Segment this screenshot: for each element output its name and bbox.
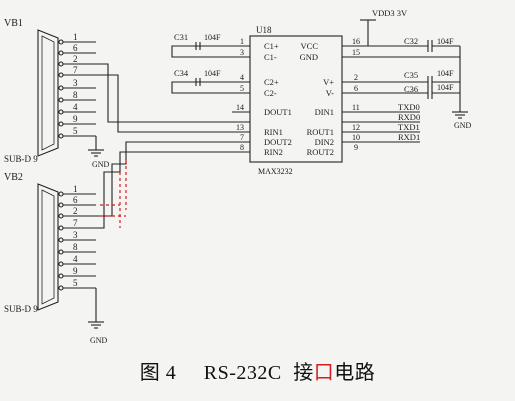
vb1-pin-label: 4	[73, 102, 78, 112]
ic-part-label: MAX3232	[258, 167, 293, 176]
vb2-pin-label: 5	[73, 278, 78, 288]
ic-pin-label: DIN2	[315, 137, 334, 147]
vb1-pin-label: 5	[73, 126, 78, 136]
vb1-type-label: SUB-D 9	[4, 154, 38, 164]
ic-pin-number: 7	[240, 133, 244, 142]
vb2-pin-label: 8	[73, 242, 78, 252]
cap-ref-label: C34	[174, 68, 189, 78]
ic-pin-label: RIN2	[264, 147, 283, 157]
vb2-pin-label: 7	[73, 218, 78, 228]
ic-pin-label: C2+	[264, 77, 279, 87]
cap-ref-label: C32	[404, 36, 418, 46]
figure-title-cn: 接口电路	[293, 356, 375, 385]
ic-pin-label: DOUT1	[264, 107, 292, 117]
ic-pin-number: 4	[240, 73, 244, 82]
ic-pin-label: GND	[300, 52, 318, 62]
cap-value-label: 104F	[437, 83, 454, 92]
ic-pin-label: ROUT1	[307, 127, 334, 137]
vb1-gnd-label: GND	[92, 160, 110, 169]
ic-pin-number: 6	[354, 84, 358, 93]
cap-ref-label: C31	[174, 32, 188, 42]
ic-pin-label: RIN1	[264, 127, 283, 137]
ic-pin-label: V+	[323, 77, 334, 87]
cap-ref-label: C35	[404, 70, 418, 80]
ic-pin-number: 10	[352, 133, 360, 142]
ic-body	[249, 35, 343, 163]
ic-pin-number: 12	[352, 123, 360, 132]
ic-pin-label: C1-	[264, 52, 277, 62]
vb1-pin-label: 7	[73, 65, 78, 75]
ic-pin-number: 1	[240, 37, 244, 46]
ic-pin-number: 3	[240, 48, 244, 57]
vb1-pin-label: 2	[73, 54, 78, 64]
ic-pin-label: C2-	[264, 88, 277, 98]
net-label: TXD0	[398, 102, 420, 112]
ic-pin-label: VCC	[301, 41, 319, 51]
ic-pin-label: DOUT2	[264, 137, 292, 147]
vb1-pin-label: 8	[73, 90, 78, 100]
vb2-pin-label: 3	[73, 230, 78, 240]
vdd-label: VDD3 3V	[372, 8, 408, 18]
figure-caption: 图 4 RS-232C 接口电路	[0, 356, 515, 396]
ic-pin-label: ROUT2	[307, 147, 334, 157]
vb1-pin-label: 9	[73, 114, 78, 124]
red-dashed-marks	[100, 160, 127, 228]
vb2-pin-label: 2	[73, 206, 78, 216]
net-label: TXD1	[398, 122, 420, 132]
gnd-label: GND	[454, 121, 472, 130]
cap-value-label: 104F	[204, 33, 221, 42]
ic-pin-number: 16	[352, 37, 360, 46]
vb2-pin-label: 1	[73, 184, 78, 194]
figure-title: RS-232C	[203, 362, 282, 384]
cap-value-label: 104F	[437, 37, 454, 46]
ic-pin-number: 11	[352, 103, 360, 112]
ic-pin-number: 9	[354, 143, 358, 152]
figure-title-cn-a: 接	[293, 362, 314, 384]
figure-number: 图 4	[139, 362, 177, 384]
vb2-type-label: SUB-D 9	[4, 304, 38, 314]
ic-pin-label: C1+	[264, 41, 279, 51]
vb2-label: VB2	[4, 172, 23, 183]
ic-pin-number: 14	[236, 103, 244, 112]
vb1-label: VB1	[4, 18, 23, 29]
vb1-connector-body	[37, 29, 59, 157]
vb1-pins	[58, 39, 96, 139]
vb2-pins	[58, 191, 96, 291]
cap-value-label: 104F	[204, 69, 221, 78]
vb1-pin-label: 1	[73, 32, 78, 42]
figure-title-cn-b: 口	[313, 362, 335, 384]
cap-value-label: 104F	[437, 69, 454, 78]
ic-pin-number: 2	[354, 73, 358, 82]
vb1-pin-label: 6	[73, 43, 78, 53]
figure-title-cn-c: 电路	[334, 362, 376, 384]
ic-pin-number: 15	[352, 48, 360, 57]
cap-ref-label: C36	[404, 84, 418, 94]
vb2-connector-body	[37, 183, 59, 311]
vb2-gnd-label: GND	[90, 336, 108, 345]
ic-pin-number: 8	[240, 143, 244, 152]
vb2-pin-label: 9	[73, 266, 78, 276]
ic-pin-label: DIN1	[315, 107, 334, 117]
vb2-pin-label: 4	[73, 254, 78, 264]
ic-pin-label: V-	[326, 88, 334, 98]
vb1-pin-label: 3	[73, 78, 78, 88]
ic-pin-number: 5	[240, 84, 244, 93]
ic-pin-number: 13	[236, 123, 244, 132]
net-label: RXD0	[398, 112, 420, 122]
net-label: RXD1	[398, 132, 420, 142]
ic-ref-label: U18	[256, 25, 272, 35]
vb2-pin-label: 6	[73, 195, 78, 205]
